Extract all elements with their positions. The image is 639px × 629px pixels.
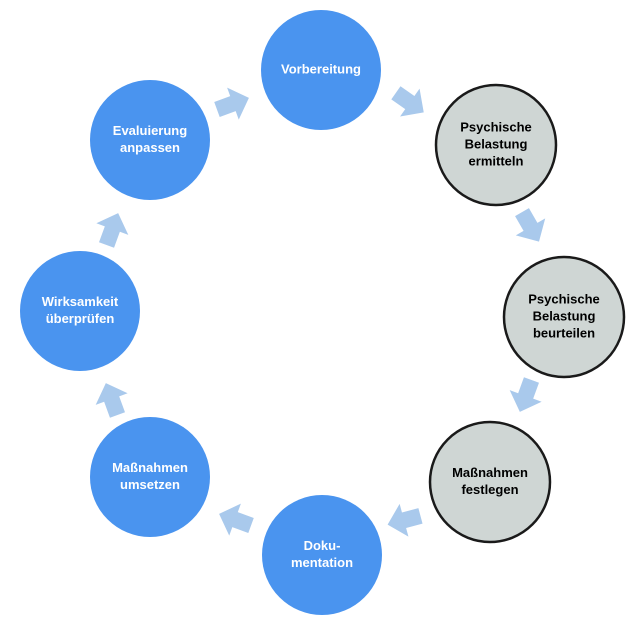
arrows-layer bbox=[95, 86, 546, 537]
step-label-beurteilen-line-3: beurteilen bbox=[533, 325, 595, 340]
step-label-ermitteln-line-1: Psychische bbox=[460, 119, 532, 134]
step-node-vorbereitung: Vorbereitung bbox=[261, 10, 381, 130]
step-label-ermitteln-line-3: ermitteln bbox=[469, 153, 524, 168]
step-node-festlegen: Maßnahmen festlegen bbox=[428, 420, 552, 544]
step-label-anpassen-line-1: Evaluierung bbox=[113, 123, 187, 138]
step-label-festlegen-line-1: Maßnahmen bbox=[452, 465, 528, 480]
flow-arrow-8 bbox=[214, 87, 249, 120]
step-label-dokumentation-line-2: mentation bbox=[291, 555, 353, 570]
step-circle-dokumentation bbox=[262, 495, 382, 615]
step-label-vorbereitung-line-1: Vorbereitung bbox=[281, 61, 361, 76]
step-label-pruefen-line-2: überprüfen bbox=[46, 311, 115, 326]
step-circle-umsetzen bbox=[90, 417, 210, 537]
step-circle-festlegen bbox=[428, 420, 552, 544]
step-node-dokumentation: Doku-mentation bbox=[262, 495, 382, 615]
step-label-ermitteln-line-2: Belastung bbox=[465, 136, 528, 151]
flow-arrow-6 bbox=[95, 383, 128, 418]
flow-arrow-7 bbox=[96, 213, 129, 248]
flow-arrow-4 bbox=[387, 503, 423, 537]
step-label-festlegen-line-2: festlegen bbox=[461, 482, 518, 497]
step-circle-beurteilen bbox=[502, 255, 626, 379]
step-circle-pruefen bbox=[20, 251, 140, 371]
step-node-anpassen: Evaluierung anpassen bbox=[90, 80, 210, 200]
step-label-dokumentation-line-1: Doku- bbox=[304, 538, 341, 553]
step-label-beurteilen-line-2: Belastung bbox=[533, 308, 596, 323]
flow-arrow-3 bbox=[509, 377, 542, 412]
step-node-pruefen: Wirksamkeit überprüfen bbox=[20, 251, 140, 371]
step-circle-anpassen bbox=[90, 80, 210, 200]
nodes-layer: VorbereitungPsychischeBelastungermitteln… bbox=[20, 10, 626, 615]
flow-arrow-1 bbox=[391, 86, 424, 117]
step-circle-ermitteln bbox=[434, 83, 558, 207]
flow-arrow-2 bbox=[515, 208, 546, 242]
step-label-anpassen-line-2: anpassen bbox=[120, 140, 180, 155]
step-label-pruefen-line-1: Wirksamkeit bbox=[42, 294, 119, 309]
step-label-umsetzen-line-1: Maßnahmen bbox=[112, 460, 188, 475]
step-label-umsetzen-line-2: umsetzen bbox=[120, 477, 180, 492]
step-node-umsetzen: Maßnahmen umsetzen bbox=[90, 417, 210, 537]
flow-arrow-5 bbox=[219, 503, 254, 536]
step-circle-vorbereitung bbox=[261, 10, 381, 130]
step-label-beurteilen-line-1: Psychische bbox=[528, 291, 600, 306]
